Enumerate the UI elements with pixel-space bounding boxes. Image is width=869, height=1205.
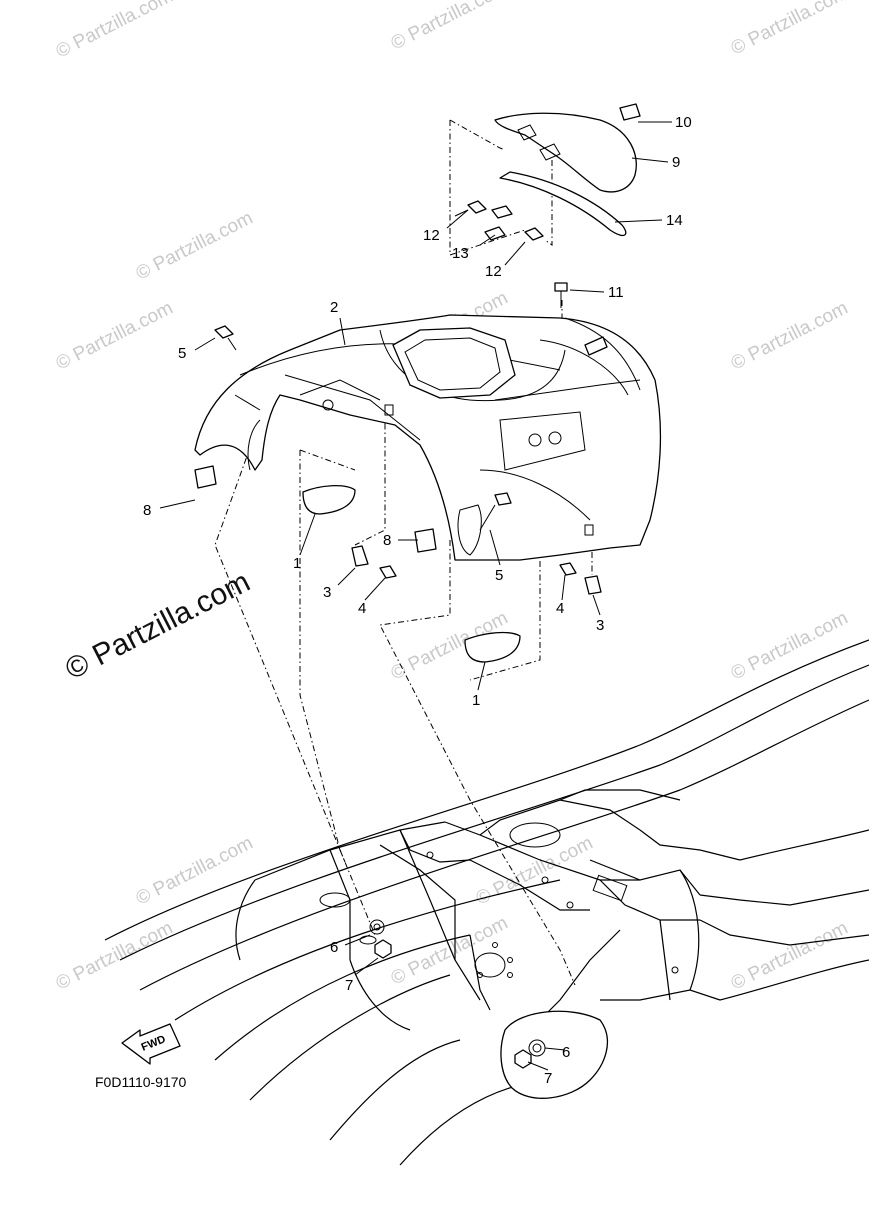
bracket-3-right-icon <box>584 575 602 595</box>
part-9-seat <box>494 103 641 237</box>
clip-13b-icon <box>484 226 506 241</box>
watermark: © Partzilla.com <box>388 0 512 54</box>
callout-6-inset: 6 <box>562 1044 570 1061</box>
watermark: © Partzilla.com <box>388 913 512 990</box>
watermark: © Partzilla.com <box>133 833 257 910</box>
callout-2: 2 <box>330 299 338 316</box>
callout-8-left: 8 <box>143 502 151 519</box>
fwd-arrow: FWD <box>121 1023 181 1065</box>
callout-1-lower: 1 <box>472 692 480 709</box>
callout-7-main: 7 <box>345 977 353 994</box>
part-10-clip <box>619 103 641 121</box>
part-2-cover <box>194 314 662 561</box>
washer-6-hole-icon <box>373 923 381 931</box>
washer-hole-icon <box>532 1043 542 1053</box>
hull-frame <box>104 639 869 1166</box>
bolt-12-upper-icon <box>467 200 487 214</box>
watermark: © Partzilla.com <box>133 208 257 285</box>
hardware <box>194 200 602 959</box>
callout-5-right: 5 <box>495 567 503 584</box>
watermark: © Partzilla.com <box>728 298 852 375</box>
clip-13-icon <box>491 205 513 219</box>
washer-6-icon <box>369 919 385 935</box>
watermark: © Partzilla.com <box>728 0 852 59</box>
callout-13: 13 <box>452 245 469 262</box>
callout-8-right: 8 <box>383 532 391 549</box>
callout-labels: 10 9 14 12 13 12 11 2 5 8 1 8 5 3 4 4 3 … <box>143 114 692 1087</box>
bolt-4-left-icon <box>379 565 397 579</box>
bolt-5-left-icon <box>214 325 234 339</box>
callout-4-left: 4 <box>358 600 366 617</box>
part-14-seal <box>499 171 627 237</box>
callout-14: 14 <box>666 212 683 229</box>
watermark: © Partzilla.com <box>53 0 177 62</box>
clip-8-right-icon <box>414 528 437 553</box>
nut-7-icon <box>374 939 392 959</box>
bolt-11-icon <box>554 282 568 292</box>
callout-5-left: 5 <box>178 345 186 362</box>
inset-detail <box>500 1010 609 1099</box>
watermark: © Partzilla.com <box>53 918 177 995</box>
bolt-5-right-icon <box>494 492 512 506</box>
callout-12-lower: 12 <box>485 263 502 280</box>
callout-11: 11 <box>608 284 624 301</box>
callout-1-upper: 1 <box>293 555 301 572</box>
watermark: © Partzilla.com <box>53 298 177 375</box>
bolt-4-right-icon <box>559 562 577 576</box>
callout-12-upper: 12 <box>423 227 440 244</box>
callout-10: 10 <box>675 114 692 131</box>
callout-leaders <box>159 121 672 1071</box>
bolt-12-lower-icon <box>524 227 544 241</box>
clip-8-left-icon <box>194 465 217 489</box>
assembly-leaders <box>214 119 593 986</box>
diagram-code: F0D1110-9170 <box>95 1074 187 1090</box>
forward-arrow-icon <box>121 1023 181 1065</box>
decal-1-lower-icon <box>464 631 521 663</box>
callout-3-left: 3 <box>323 584 331 601</box>
callout-6-main: 6 <box>330 939 338 956</box>
decal-1-upper-icon <box>302 485 356 515</box>
callout-3-right: 3 <box>596 617 604 634</box>
callout-7-inset: 7 <box>544 1070 552 1087</box>
callout-4-right: 4 <box>556 600 564 617</box>
callout-9: 9 <box>672 154 680 171</box>
bracket-3-left-icon <box>351 545 369 567</box>
watermark-main: © Partzilla.com <box>60 565 255 686</box>
watermark: © Partzilla.com <box>728 918 852 995</box>
